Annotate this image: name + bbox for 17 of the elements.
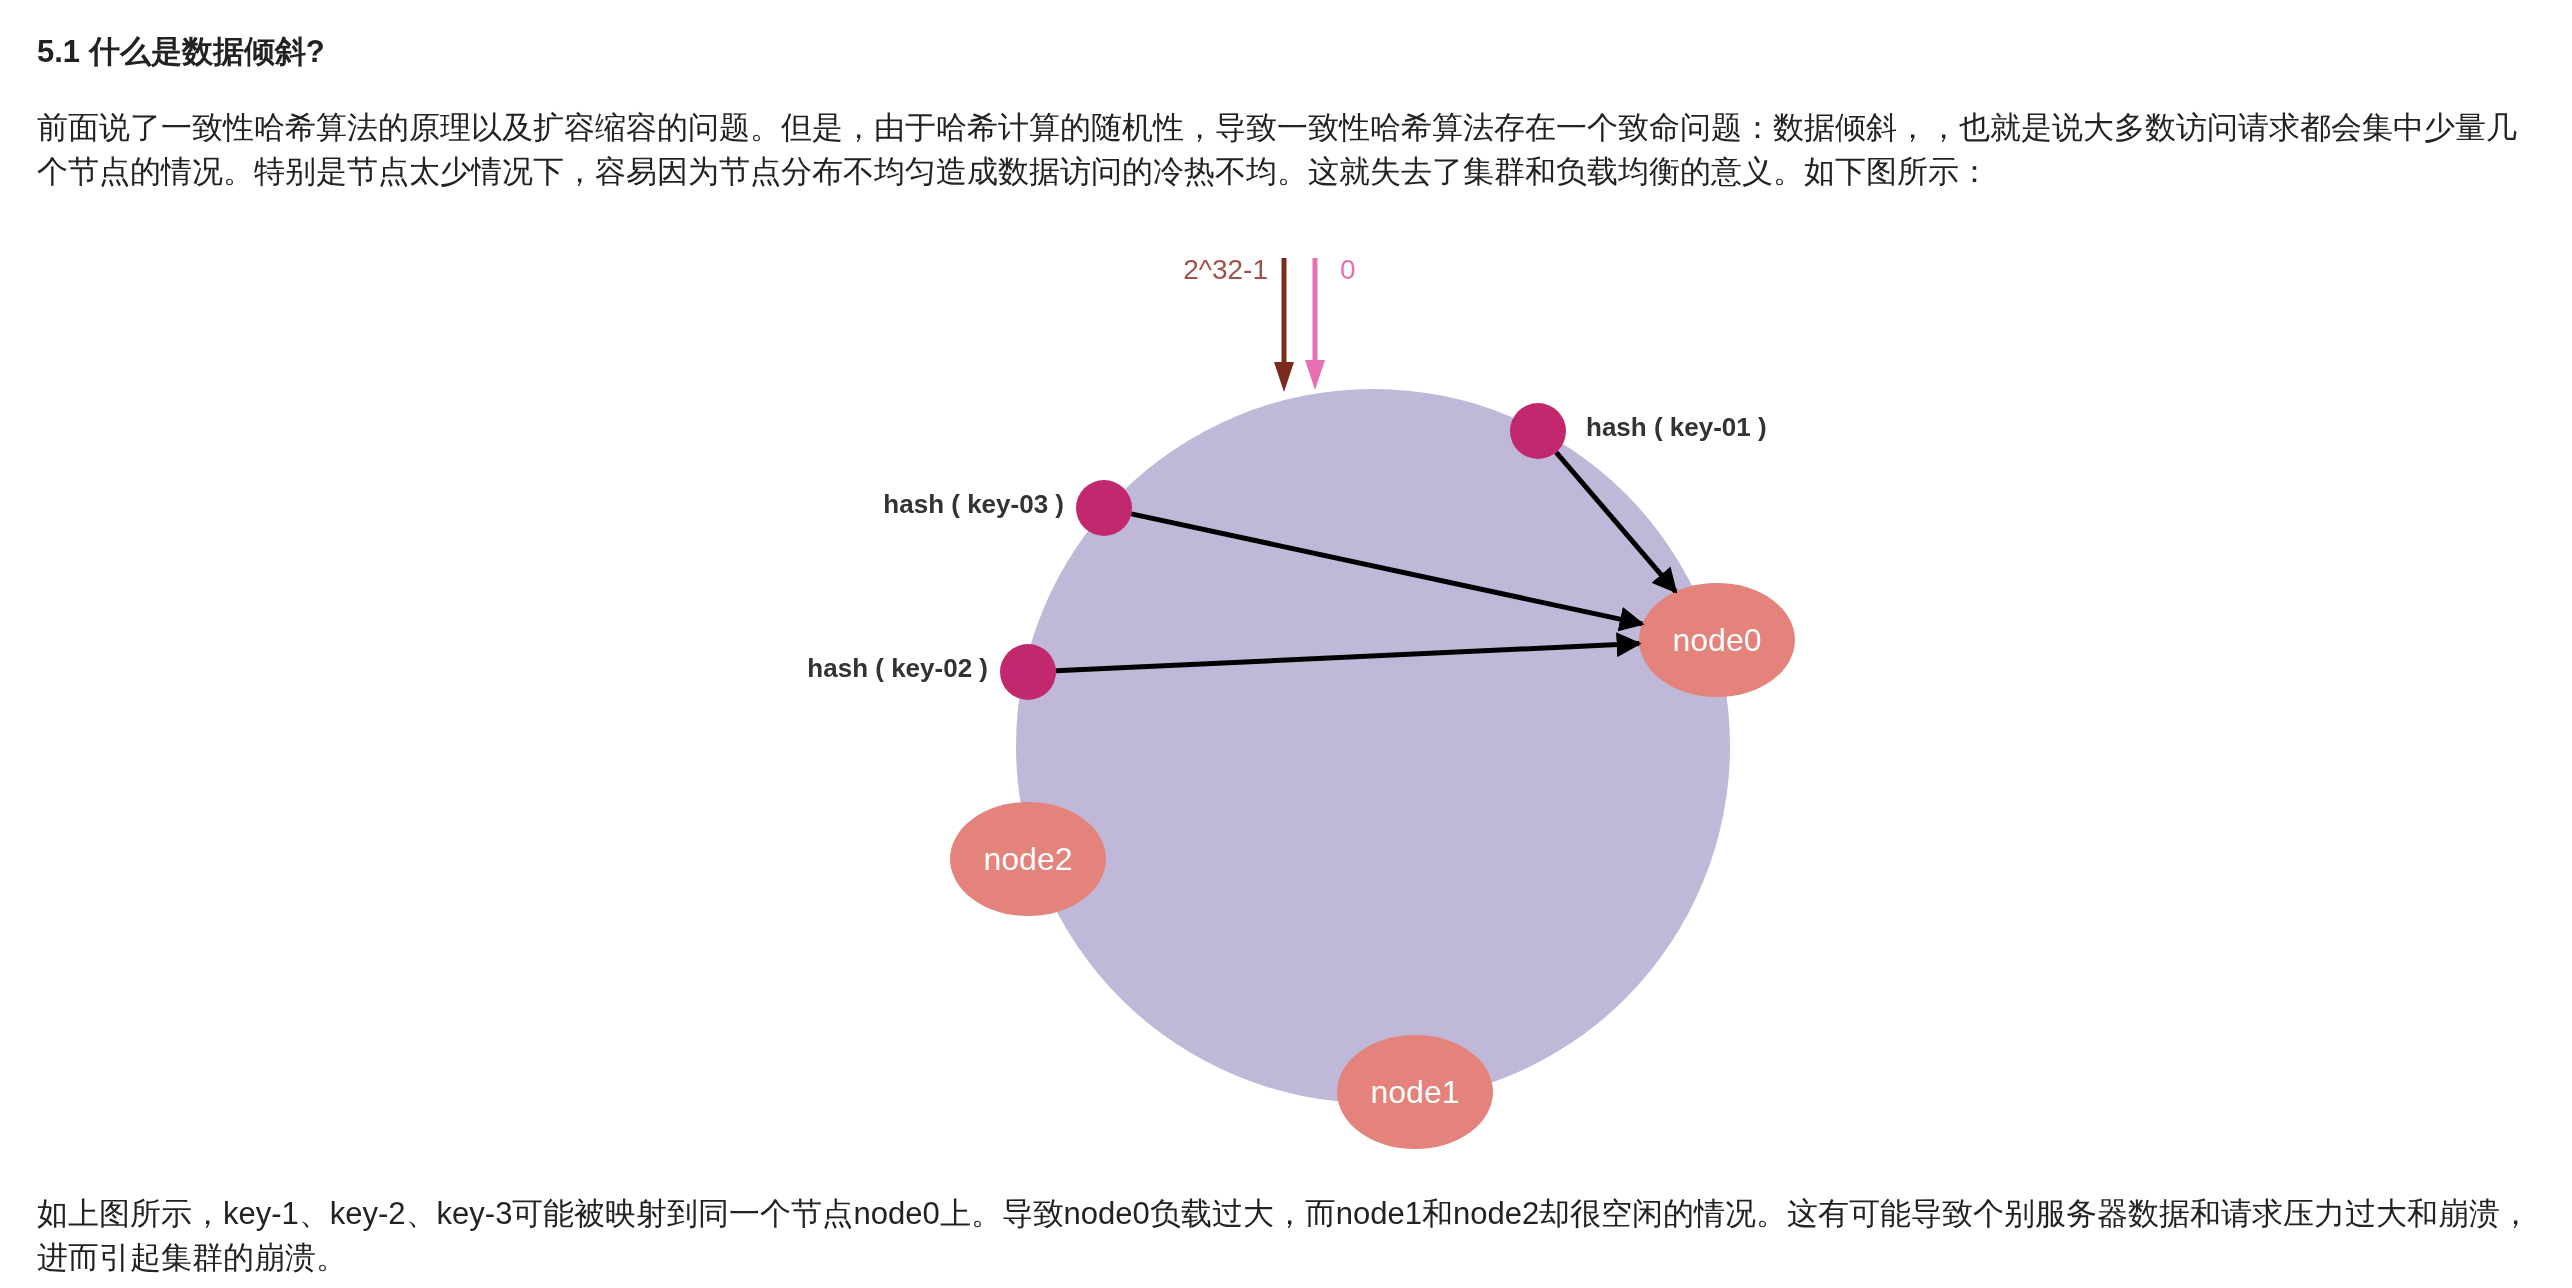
section-heading: 5.1 什么是数据倾斜?: [37, 33, 325, 71]
hash-point: [1076, 480, 1132, 536]
arrow: [1554, 450, 1678, 594]
arrow: [1130, 511, 1645, 632]
point-label: hash ( key-01 ): [1586, 411, 1767, 443]
point-label: hash ( key-02 ): [807, 652, 988, 684]
position-label: 2^32-1: [1183, 254, 1268, 286]
hash-point: [1000, 644, 1056, 700]
node-label: node1: [1370, 1073, 1460, 1111]
point-label: hash ( key-03 ): [883, 488, 1064, 520]
paragraph: 如上图所示，key-1、key-2、key-3可能被映射到同一个节点node0上。导致node0负载过大，而node1和node2却很空闲的情况。这有可能导致个别服务器数据和请求压力过大和崩溃，进而引起集群的崩溃。: [37, 1195, 2533, 1277]
node-label: node2: [983, 840, 1073, 878]
node-label: node0: [1672, 621, 1762, 659]
arrow: [1055, 632, 1642, 674]
position-label: 0: [1340, 254, 1356, 286]
hash-point: [1510, 403, 1566, 459]
paragraph: 前面说了一致性哈希算法的原理以及扩容缩容的问题。但是，由于哈希计算的随机性，导致一致性哈希算法存在一个致命问题：数据倾斜，，也就是说大多数访问请求都会集中少量几个节点的情况。特别是节点太少情况下，容易因为节点分布不均匀造成数据访问的冷热不均。这就失去了集群和负载均衡的意义。如下图所示：: [37, 109, 2518, 191]
